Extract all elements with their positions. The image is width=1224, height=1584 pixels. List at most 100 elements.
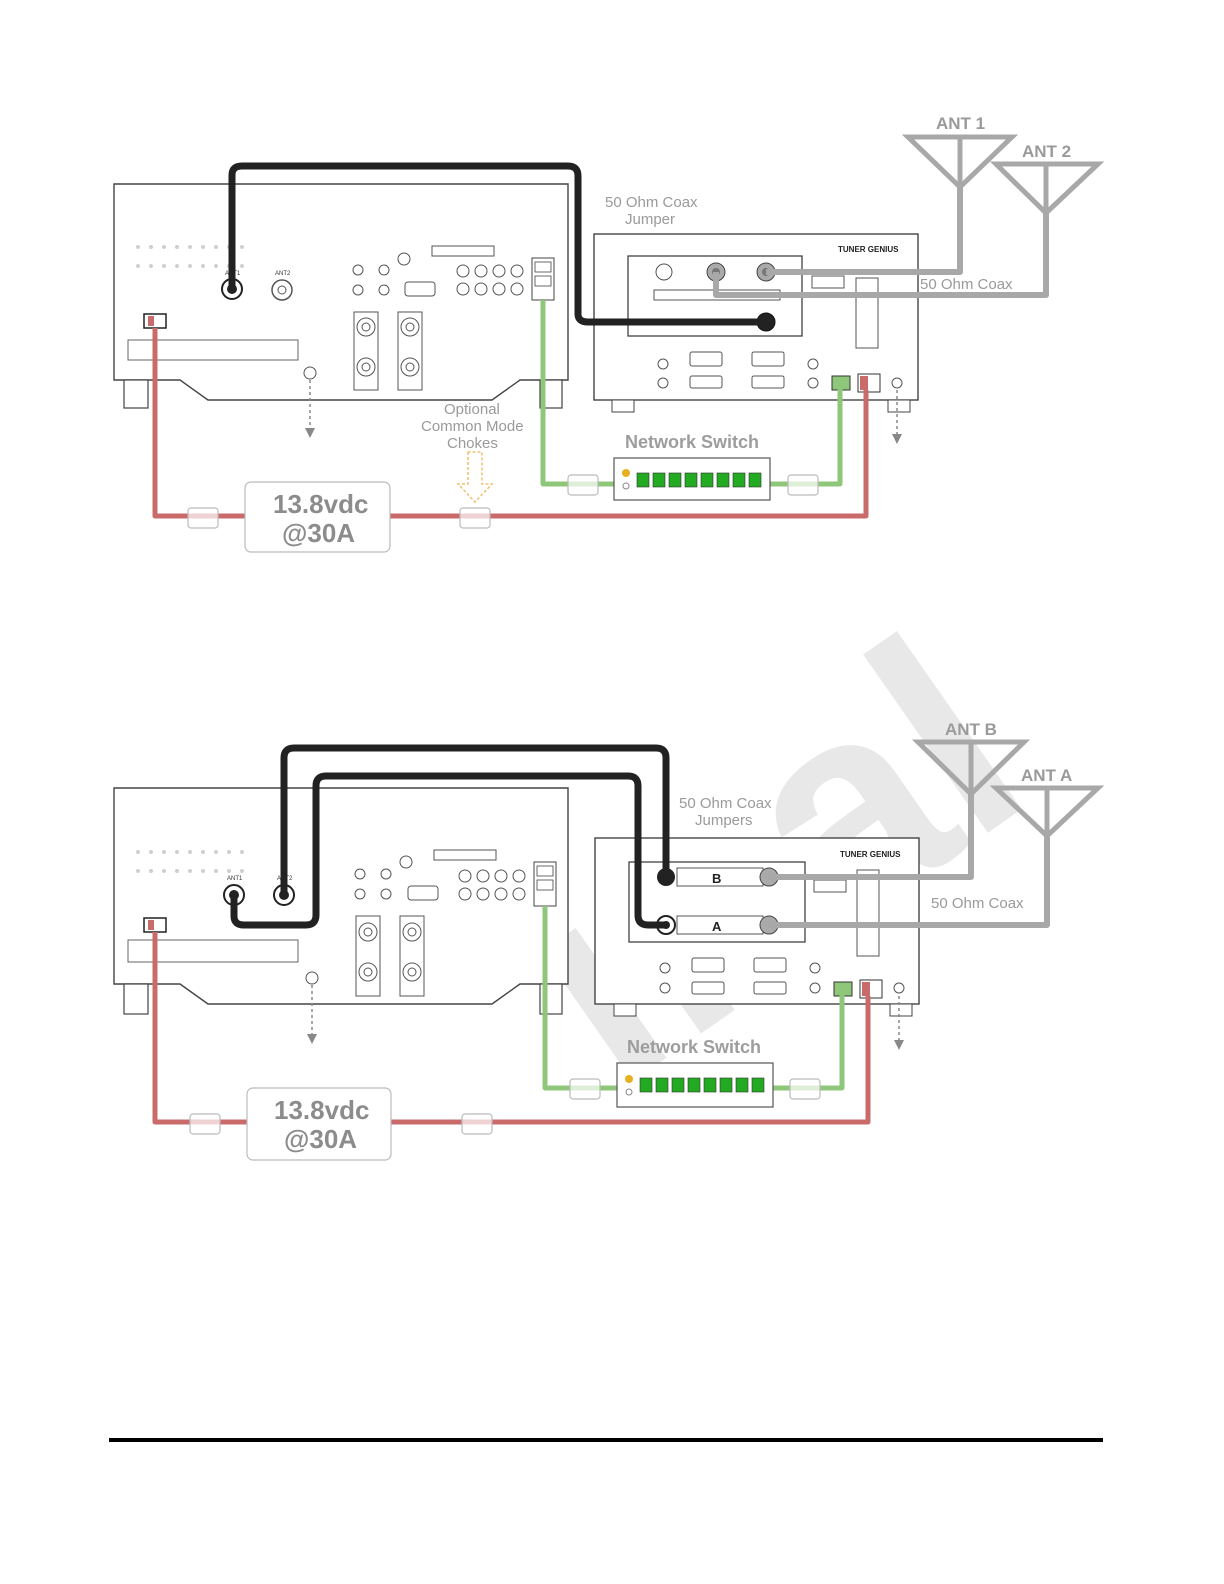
- switch-port: [720, 1078, 732, 1092]
- vent-dot: [240, 264, 244, 268]
- vent-dot: [240, 245, 244, 249]
- vent-dot: [188, 850, 192, 854]
- switch-port: [672, 1078, 684, 1092]
- vent-dot: [227, 869, 231, 873]
- vent-dot: [149, 850, 153, 854]
- ant1-label: ANT 1: [936, 114, 985, 133]
- vent-dot: [175, 245, 179, 249]
- vent-dot: [240, 869, 244, 873]
- switch-power-led: [625, 1075, 633, 1083]
- vent-dot: [136, 264, 140, 268]
- switch-port: [733, 473, 745, 487]
- vent-dot: [201, 869, 205, 873]
- vent-dot: [214, 245, 218, 249]
- port-a-label: A: [712, 919, 722, 934]
- vent-dot: [162, 869, 166, 873]
- radio-rear-panel: ANT1 ANT2: [114, 184, 568, 438]
- ant-b-label: ANT B: [945, 720, 997, 739]
- vent-dot: [149, 264, 153, 268]
- switch-port: [749, 473, 761, 487]
- network-switch-label: Network Switch: [625, 432, 759, 452]
- jumper-label-line2: Jumpers: [695, 812, 753, 829]
- choke: [188, 508, 218, 528]
- switch-port: [704, 1078, 716, 1092]
- vent-dot: [162, 264, 166, 268]
- tuner-genius-unit: TUNER GENIUS: [594, 234, 918, 444]
- ant-a-label: ANT A: [1021, 766, 1072, 785]
- ethernet-cable-tuner: [760, 388, 840, 484]
- tuner-title: TUNER GENIUS: [840, 850, 901, 859]
- vent-dot: [201, 264, 205, 268]
- power-current-label: @30A: [282, 518, 355, 548]
- switch-port: [736, 1078, 748, 1092]
- switch-port: [656, 1078, 668, 1092]
- vent-dot: [162, 850, 166, 854]
- chokes-label-line1: Optional: [444, 401, 500, 418]
- antenna-2: ANT 2: [996, 142, 1098, 213]
- vent-dot: [136, 869, 140, 873]
- network-switch-label: Network Switch: [627, 1037, 761, 1057]
- vent-dot: [175, 264, 179, 268]
- coax-label: 50 Ohm Coax: [931, 895, 1024, 912]
- power-voltage-label: 13.8vdc: [274, 1095, 369, 1125]
- power-current-label: @30A: [284, 1124, 357, 1154]
- network-switch: Network Switch: [617, 1037, 773, 1107]
- chokes-label-line3: Chokes: [447, 435, 498, 452]
- ant2-label: ANT 2: [1022, 142, 1071, 161]
- jumper-label-line1: 50 Ohm Coax: [679, 795, 772, 812]
- antenna-1: ANT 1: [908, 114, 1012, 187]
- switch-port: [640, 1078, 652, 1092]
- vent-dot: [188, 869, 192, 873]
- radio-dc-power-connector: [144, 918, 166, 932]
- tuner-title: TUNER GENIUS: [838, 245, 899, 254]
- choke: [788, 475, 818, 495]
- choke: [460, 508, 490, 528]
- choke: [570, 1079, 600, 1099]
- vent-dot: [175, 869, 179, 873]
- vent-dot: [201, 245, 205, 249]
- network-switch: Network Switch: [614, 432, 770, 500]
- vent-dot: [201, 850, 205, 854]
- radio-ant2-label: ANT2: [275, 271, 291, 277]
- switch-port: [752, 1078, 764, 1092]
- diagram-1: ANT1 ANT2: [114, 114, 1098, 552]
- switch-port: [688, 1078, 700, 1092]
- chokes-arrow: [458, 452, 492, 502]
- vent-dot: [240, 850, 244, 854]
- power-supply-box: 13.8vdc @30A: [245, 482, 390, 552]
- vent-dot: [214, 869, 218, 873]
- switch-port: [669, 473, 681, 487]
- switch-port: [685, 473, 697, 487]
- vent-dot: [149, 245, 153, 249]
- coax-label: 50 Ohm Coax: [920, 276, 1013, 293]
- switch-port: [717, 473, 729, 487]
- choke: [190, 1114, 220, 1134]
- vent-dot: [175, 850, 179, 854]
- vent-dot: [136, 245, 140, 249]
- vent-dot: [188, 245, 192, 249]
- vent-dot: [136, 850, 140, 854]
- chokes-label-line2: Common Mode: [421, 418, 524, 435]
- radio-rear-panel: ANT1 ANT2: [114, 788, 568, 1044]
- power-voltage-label: 13.8vdc: [273, 489, 368, 519]
- vent-dot: [149, 869, 153, 873]
- jumper-label-line2: Jumper: [625, 211, 675, 228]
- vent-dot: [227, 850, 231, 854]
- vent-dot: [214, 264, 218, 268]
- choke: [790, 1079, 820, 1099]
- power-supply-box: 13.8vdc @30A: [247, 1088, 391, 1160]
- vent-dot: [214, 850, 218, 854]
- switch-port: [653, 473, 665, 487]
- switch-power-led: [622, 469, 630, 477]
- jumper-label-line1: 50 Ohm Coax: [605, 194, 698, 211]
- switch-port: [701, 473, 713, 487]
- switch-port: [637, 473, 649, 487]
- vent-dot: [162, 245, 166, 249]
- port-b-label: B: [712, 871, 721, 886]
- choke: [462, 1114, 492, 1134]
- vent-dot: [188, 264, 192, 268]
- radio-dc-power-connector: [144, 314, 166, 328]
- choke: [568, 475, 598, 495]
- radio-ant1-label: ANT1: [227, 876, 243, 882]
